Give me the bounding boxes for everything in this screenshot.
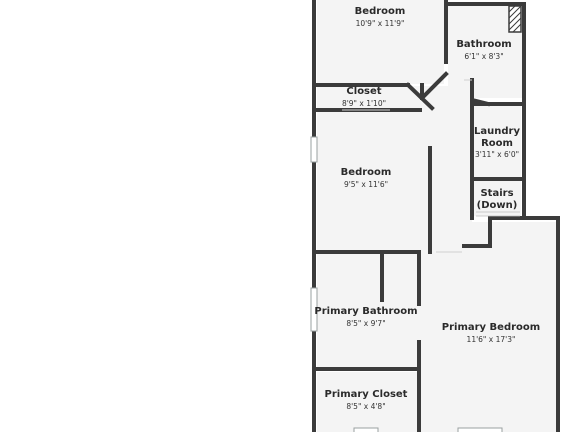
room-dimensions: 10'9" x 11'9": [355, 18, 405, 28]
room-dimensions: 8'5" x 9'7": [346, 318, 386, 328]
window-bedroom-mid: [310, 136, 318, 163]
room-primary-bedroom: Primary Bedroom 11'6" x 17'3": [442, 322, 540, 344]
room-name: Closet: [346, 86, 382, 97]
room-bedroom-mid: Bedroom 9'5" x 11'6": [341, 167, 392, 189]
room-dimensions: 8'9" x 1'10": [341, 98, 387, 108]
room-name-line2: (Down): [476, 199, 518, 211]
room-dimensions: 11'6" x 17'3": [466, 334, 516, 344]
floor-laundry: [474, 105, 521, 178]
walls: [312, 0, 560, 432]
windows: [310, 136, 503, 432]
room-stairs: Stairs (Down): [477, 188, 518, 211]
room-name: Primary Bedroom: [441, 322, 541, 333]
room-name: Primary Bathroom: [314, 306, 418, 317]
floor-bedroom-mid: [317, 112, 430, 252]
room-primary-closet: Primary Closet 8'5" x 4'8": [325, 389, 408, 411]
room-name-line1: Stairs: [480, 188, 514, 199]
room-name-line1: Laundry: [474, 126, 520, 137]
room-laundry: Laundry Room 3'11" x 6'0": [474, 126, 520, 160]
floor-primary-bedroom: [421, 222, 558, 432]
room-dimensions: 8'5" x 4'8": [346, 401, 386, 411]
room-dimensions: 3'11" x 6'0": [474, 150, 520, 159]
room-bedroom-top: Bedroom 10'9" x 11'9": [355, 6, 406, 28]
vent-box: [508, 5, 522, 33]
room-bathroom: Bathroom 6'1" x 8'3": [456, 39, 511, 61]
room-name: Primary Closet: [324, 389, 408, 400]
window-bottom-left: [353, 427, 379, 432]
room-name: Bedroom: [340, 167, 392, 178]
room-dimensions: 9'5" x 11'6": [343, 179, 389, 189]
room-name: Bedroom: [354, 6, 406, 17]
floor-bedroom-top: [317, 0, 444, 84]
room-name: Bathroom: [456, 39, 512, 50]
stair-treads: [476, 211, 520, 217]
floor-primary-closet: [317, 372, 417, 432]
room-closet: Closet 8'9" x 1'10": [342, 86, 386, 108]
room-primary-bathroom: Primary Bathroom 8'5" x 9'7": [314, 306, 417, 328]
window-bottom-right: [457, 427, 503, 432]
window-primary-bathroom: [310, 287, 318, 332]
floor-closet: [317, 86, 422, 108]
room-name-line2: Room: [481, 137, 513, 149]
door-thresholds: [342, 79, 472, 253]
floor-primary-bathroom: [317, 254, 417, 368]
floor-stairs: [474, 180, 521, 216]
room-dimensions: 6'1" x 8'3": [464, 51, 504, 61]
